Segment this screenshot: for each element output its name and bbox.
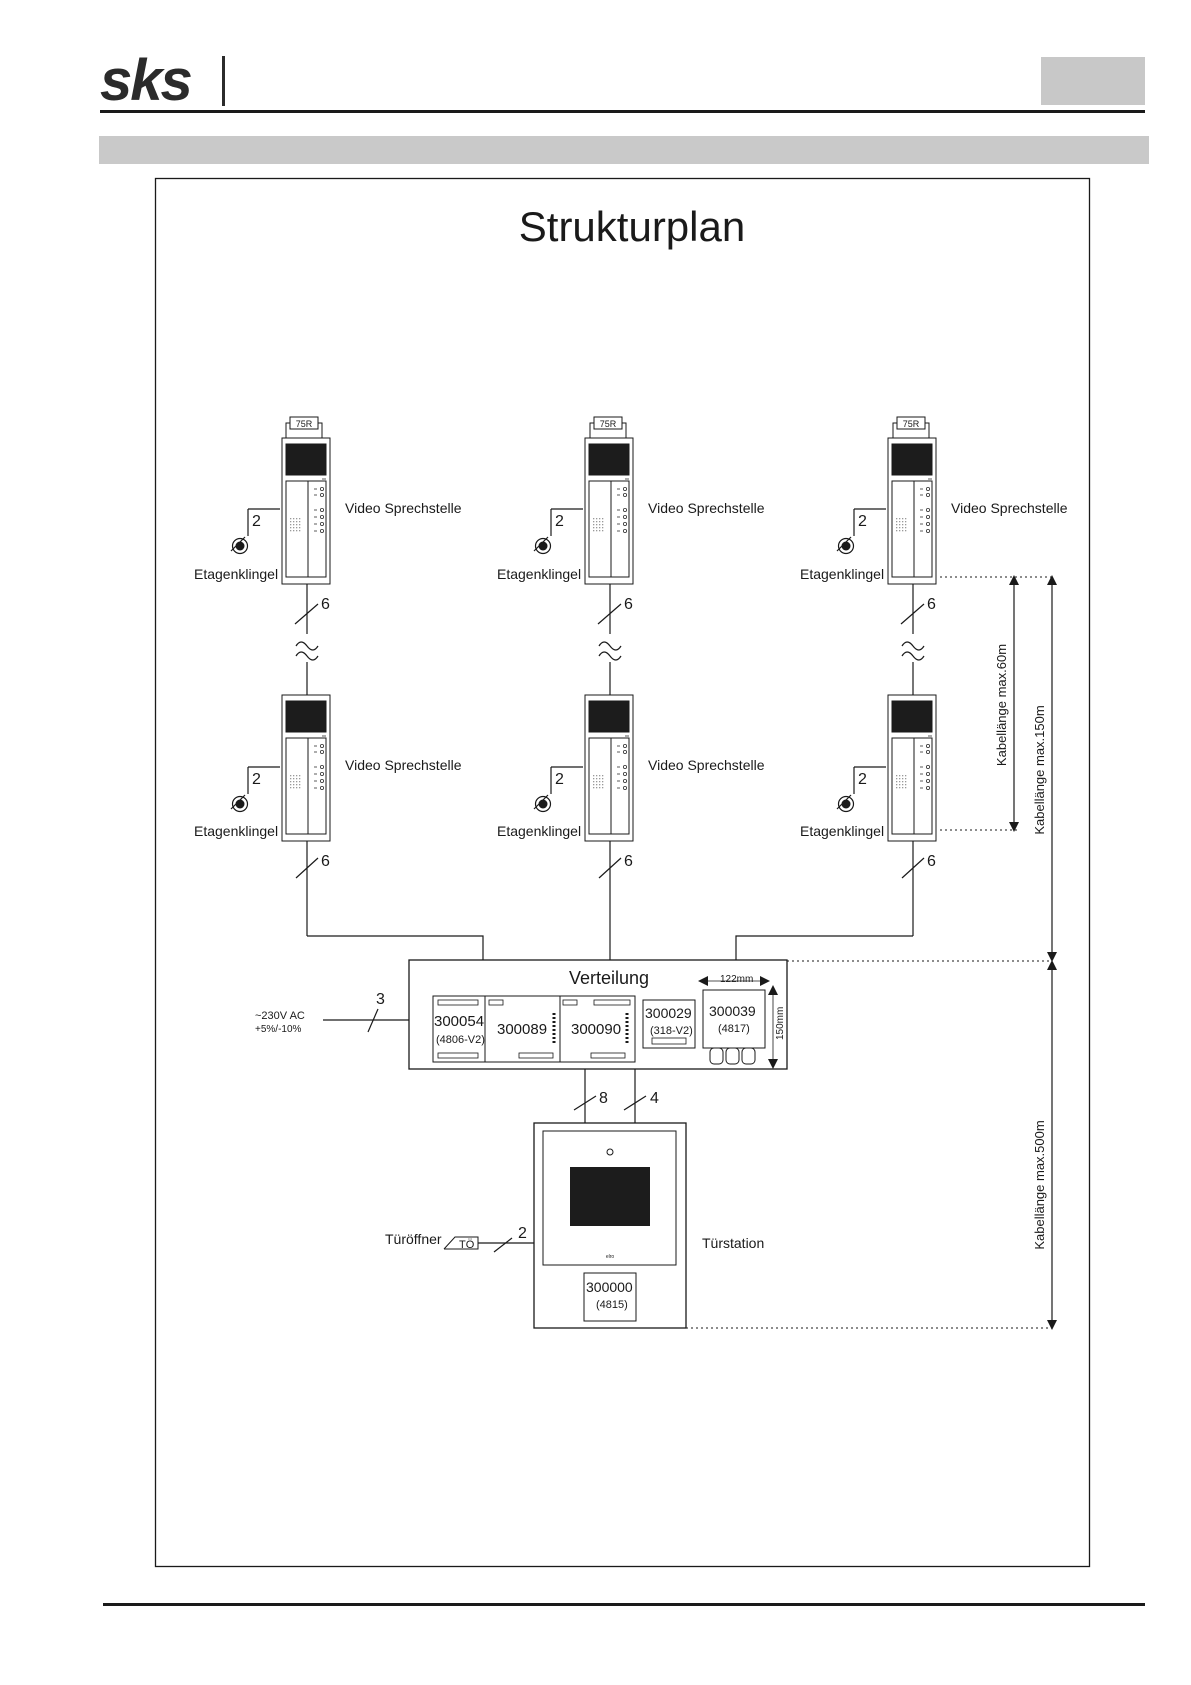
column-1: 75R Video Sprechstelle 2 Etagenklingel 6… xyxy=(194,416,484,960)
door-station: elro 300000 (4815) Türstation xyxy=(533,1122,764,1329)
bus-wire-count: 6 xyxy=(927,596,936,613)
module-subtitle: (4817) xyxy=(718,1023,750,1035)
door-wire-count: 8 xyxy=(599,1090,608,1107)
module-300090: 300090 xyxy=(552,995,636,1063)
page-number-box xyxy=(1041,57,1145,105)
bell-wire-count: 2 xyxy=(858,771,867,788)
module-300039: 300039 (4817) 122mm 150mm xyxy=(698,974,786,1069)
cable-length-500m: Kabellänge max.500m xyxy=(1032,1120,1047,1249)
column-3: 75R Video Sprechstelle 2 Etagenklingel 6… xyxy=(735,416,1068,960)
power-wire-count: 3 xyxy=(376,991,385,1008)
video-monitor xyxy=(887,437,937,585)
bus-wire-count: 6 xyxy=(321,853,330,870)
door-wire-count: 4 xyxy=(650,1090,659,1107)
cable-dimensions xyxy=(1009,575,1057,1330)
sks-logo: sks xyxy=(100,48,193,113)
dim-height: 150mm xyxy=(775,1007,786,1040)
bell-wire-count: 2 xyxy=(858,513,867,530)
resistor-75r: 75R xyxy=(589,416,627,438)
module-subtitle: (318-V2) xyxy=(650,1025,693,1037)
module-number: 300089 xyxy=(497,1021,547,1038)
power-tolerance: +5%/-10% xyxy=(255,1024,302,1035)
video-monitor xyxy=(281,437,331,585)
door-brand-mark: elro xyxy=(606,1254,615,1260)
door-opener-box: TÖ xyxy=(459,1239,475,1251)
module-number: 300054 xyxy=(434,1013,484,1030)
door-connection: 8 4 xyxy=(573,1069,659,1123)
distribution-title: Verteilung xyxy=(569,968,649,988)
monitor-label: Video Sprechstelle xyxy=(345,757,462,773)
cable-length-150m: Kabellänge max.150m xyxy=(1032,705,1047,834)
module-300089: 300089 xyxy=(484,995,561,1063)
power-voltage: ~230V AC xyxy=(255,1010,305,1022)
bell-wire-count: 2 xyxy=(555,513,564,530)
resistor-label: 75R xyxy=(600,419,617,429)
module-number: 300029 xyxy=(645,1005,692,1021)
bell-wire-count: 2 xyxy=(555,771,564,788)
header-rule xyxy=(100,110,1145,113)
bell-wire-count: 2 xyxy=(252,513,261,530)
module-300029: 300029 (318-V2) xyxy=(642,999,696,1049)
diagram-frame xyxy=(154,177,1091,1568)
extension-lines xyxy=(686,576,1052,1329)
monitor-label: Video Sprechstelle xyxy=(648,757,765,773)
module-number: 300039 xyxy=(709,1003,756,1019)
bell-label: Etagenklingel xyxy=(800,823,884,839)
door-station-label: Türstation xyxy=(702,1235,764,1251)
module-subtitle: (4806-V2) xyxy=(436,1034,485,1046)
resistor-label: 75R xyxy=(903,419,920,429)
logo-divider xyxy=(222,56,225,106)
footer-rule xyxy=(103,1603,1145,1606)
resistor-label: 75R xyxy=(296,419,313,429)
bus-wire-count: 6 xyxy=(321,596,330,613)
door-opener: Türöffner TÖ 2 xyxy=(385,1225,534,1253)
power-input: 3 ~230V AC +5%/-10% xyxy=(255,991,409,1035)
section-band xyxy=(99,136,1149,164)
door-opener-wire-count: 2 xyxy=(518,1225,527,1242)
bell-label: Etagenklingel xyxy=(800,566,884,582)
dim-width: 122mm xyxy=(720,974,753,985)
video-monitor xyxy=(584,437,634,585)
monitor-label: Video Sprechstelle xyxy=(951,500,1068,516)
diagram-title: Strukturplan xyxy=(519,203,745,250)
door-opener-label: Türöffner xyxy=(385,1231,442,1247)
video-monitor xyxy=(281,694,331,842)
video-monitor xyxy=(584,694,634,842)
bus-wire-count: 6 xyxy=(927,853,936,870)
bell-label: Etagenklingel xyxy=(497,823,581,839)
distribution-box: Verteilung 300054 (4806-V2) 300089 30009… xyxy=(408,959,788,1070)
bell-wire-count: 2 xyxy=(252,771,261,788)
bell-label: Etagenklingel xyxy=(194,823,278,839)
resistor-75r: 75R xyxy=(892,416,930,438)
monitor-label: Video Sprechstelle xyxy=(345,500,462,516)
bus-wire-count: 6 xyxy=(624,853,633,870)
video-monitor xyxy=(887,694,937,842)
module-300054: 300054 (4806-V2) xyxy=(432,995,486,1063)
bell-label: Etagenklingel xyxy=(194,566,278,582)
bell-label: Etagenklingel xyxy=(497,566,581,582)
monitor-label: Video Sprechstelle xyxy=(648,500,765,516)
module-number: 300090 xyxy=(571,1021,621,1038)
door-module-subtitle: (4815) xyxy=(596,1299,628,1311)
resistor-75r: 75R xyxy=(285,416,323,438)
door-module-number: 300000 xyxy=(586,1279,633,1295)
bus-wire-count: 6 xyxy=(624,596,633,613)
cable-length-60m: Kabellänge max.60m xyxy=(994,644,1009,766)
column-2: 75R Video Sprechstelle 2 Etagenklingel 6… xyxy=(497,416,765,960)
